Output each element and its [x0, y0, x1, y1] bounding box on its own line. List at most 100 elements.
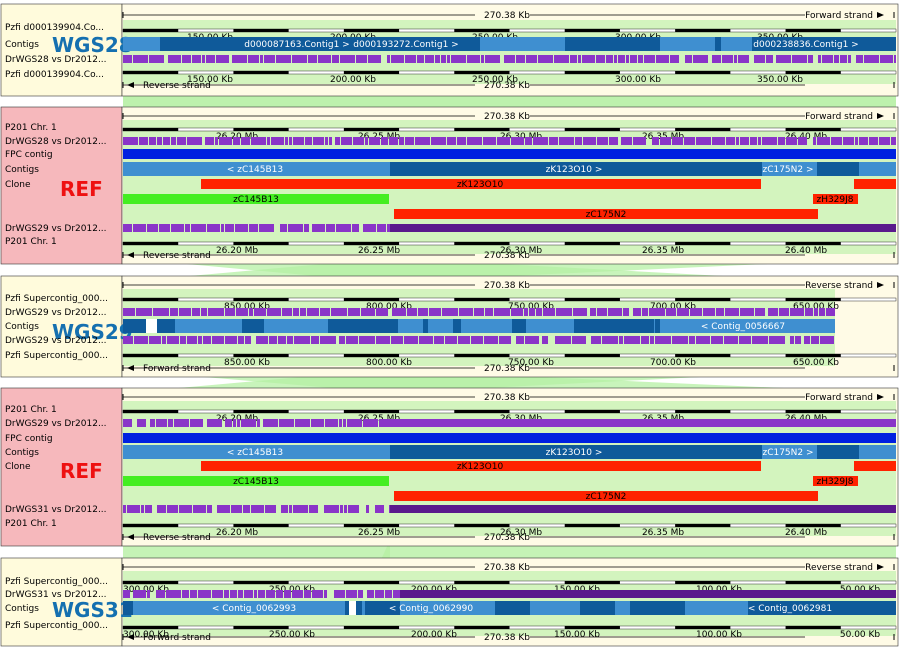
panel-label-column [0, 557, 123, 647]
scale-segment [123, 298, 179, 301]
hit-block [391, 336, 403, 344]
hit-block [359, 336, 375, 344]
tick-label: 150.00 Kb [187, 75, 233, 85]
scale-segment [343, 242, 400, 245]
hit-block [387, 224, 390, 232]
hit-block [407, 308, 417, 316]
track-contigs: < Contig_0056667 [123, 319, 835, 333]
contig-bar [859, 445, 896, 459]
scale-segment [123, 128, 179, 131]
strand-arrow-icon [877, 12, 884, 18]
hit-block [818, 55, 821, 63]
hit-block [256, 336, 268, 344]
hit-block [556, 308, 572, 316]
hit-block [633, 137, 646, 145]
hit-block [418, 308, 428, 316]
track-hits [123, 336, 834, 344]
panel-label-column [0, 106, 123, 265]
hit-block [642, 308, 648, 316]
hit-block [289, 505, 292, 513]
tick-label: 800.00 Kb [366, 302, 412, 312]
hit-block [225, 308, 235, 316]
hit-block [655, 336, 671, 344]
scale-segment [123, 354, 179, 357]
contig-bar [762, 445, 817, 459]
track-hits [123, 137, 896, 145]
track-label: Pzfi Supercontig_000... [5, 621, 108, 631]
track-label: Pzfi d000139904.Co... [5, 23, 104, 33]
tick-label: 150.00 Kb [554, 630, 600, 640]
hit-block [157, 505, 166, 513]
hit-block [696, 336, 710, 344]
scale-segment [233, 524, 289, 527]
strand-arrow-icon [127, 634, 134, 640]
hit-block [768, 308, 778, 316]
tick-label: 250.00 Kb [269, 630, 315, 640]
hit-block [542, 336, 548, 344]
hit-block [168, 419, 173, 427]
hit-block [754, 55, 765, 63]
hit-block [171, 137, 176, 145]
hit-block [182, 55, 191, 63]
hit-block [429, 308, 441, 316]
hit-block [819, 308, 825, 316]
hit-block [805, 308, 813, 316]
hit-block [224, 590, 229, 598]
track-label: DrWGS29 vs Dr2012... [5, 224, 107, 234]
hit-block [225, 419, 232, 427]
hit-block [451, 55, 466, 63]
hit-block [305, 137, 312, 145]
hit-block [233, 137, 240, 145]
hit-block [263, 419, 278, 427]
hit-block [168, 55, 181, 63]
strand-label: Forward strand [805, 112, 873, 122]
hit-block [739, 336, 751, 344]
hit-block [590, 308, 596, 316]
tick-label: 26.40 Mb [785, 528, 827, 538]
track-label: DrWGS29 vs Dr2012... [5, 419, 107, 429]
hit-block [294, 336, 310, 344]
hit-block [734, 55, 737, 63]
hit-block [575, 137, 582, 145]
contig-label: zK123O10 > [546, 165, 603, 175]
hit-block [271, 137, 284, 145]
contig-bar [123, 162, 390, 176]
strand-label: Reverse strand [143, 81, 211, 91]
hit-block [790, 336, 794, 344]
hit-block [736, 137, 739, 145]
hit-block [123, 308, 135, 316]
hit-block [336, 224, 351, 232]
contig-bar [390, 445, 762, 459]
hit-block [343, 419, 346, 427]
hit-block [198, 590, 211, 598]
hit-block [633, 308, 641, 316]
hit-block [266, 590, 275, 598]
tick-label: 50.00 Kb [840, 630, 881, 640]
hit-block [447, 137, 456, 145]
hit-block [123, 419, 132, 427]
hit-block [786, 137, 797, 145]
scale-segment [675, 71, 731, 74]
strand-label: Reverse strand [805, 563, 873, 573]
contig-label: d000087163.Contig1 > [244, 40, 349, 50]
hit-block [133, 55, 148, 63]
tick-label: 700.00 Kb [650, 302, 696, 312]
hit-block [776, 55, 791, 63]
hit-block [597, 137, 608, 145]
ruler-span: 270.38 Kb [484, 251, 530, 261]
hit-block [570, 55, 577, 63]
hit-block [752, 336, 768, 344]
hit-block [207, 505, 212, 513]
hit-block [376, 336, 390, 344]
hit-block [202, 55, 205, 63]
hit-block [630, 55, 637, 63]
tick-label: 26.30 Mb [500, 528, 542, 538]
hit-block [459, 308, 473, 316]
hit-block [525, 137, 532, 145]
hit-block [880, 55, 893, 63]
hit-block [405, 137, 414, 145]
scale-segment [675, 242, 731, 245]
scale-segment [564, 524, 620, 527]
